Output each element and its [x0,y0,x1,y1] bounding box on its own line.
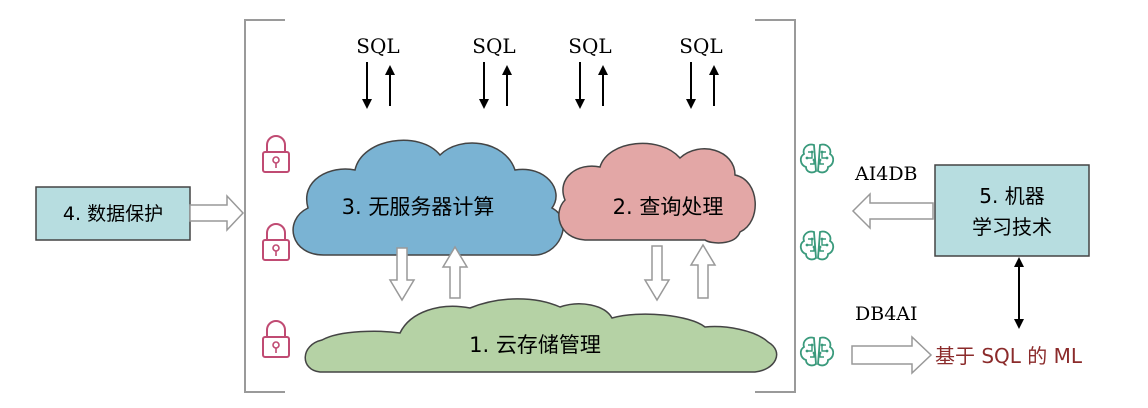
sql-label-1: SQL [356,34,399,58]
query-cloud [558,142,756,244]
ml-box [934,164,1090,257]
serverless-label: 3. 无服务器计算 [342,195,495,219]
frame-right-bracket [755,19,796,393]
sql-label-4: SQL [679,34,722,58]
sql-label-3: SQL [568,34,611,58]
storage-to-serverless-arrow [441,245,469,299]
frame-left-bracket [244,19,285,393]
brain-icon [799,143,835,174]
protection-arrow [189,194,245,232]
db4ai-arrow [851,335,933,375]
protection-box [35,186,191,241]
query-label: 2. 查询处理 [613,195,724,219]
brain-icon [799,230,835,261]
ai4db-arrow [851,192,934,230]
ml-label-line2: 学习技术 [972,215,1052,239]
ml-label-line1: 5. 机器 [979,184,1044,208]
sql-ml-label: 基于 SQL 的 ML [935,344,1083,368]
lock-icon [262,320,290,358]
brain-icon [799,336,835,367]
lock-icon [262,223,290,261]
db4ai-label: DB4AI [855,303,918,325]
ai4db-label: AI4DB [854,163,918,185]
serverless-to-storage-arrow [388,247,416,302]
sql-arrows [362,62,719,109]
storage-label: 1. 云存储管理 [469,333,601,357]
serverless-cloud [292,139,564,256]
sql-label-2: SQL [472,34,515,58]
storage-cloud [304,298,778,373]
lock-icon [262,135,290,173]
storage-to-query-arrow [689,243,717,299]
query-to-storage-arrow [643,245,671,302]
protection-label: 4. 数据保护 [63,203,163,225]
